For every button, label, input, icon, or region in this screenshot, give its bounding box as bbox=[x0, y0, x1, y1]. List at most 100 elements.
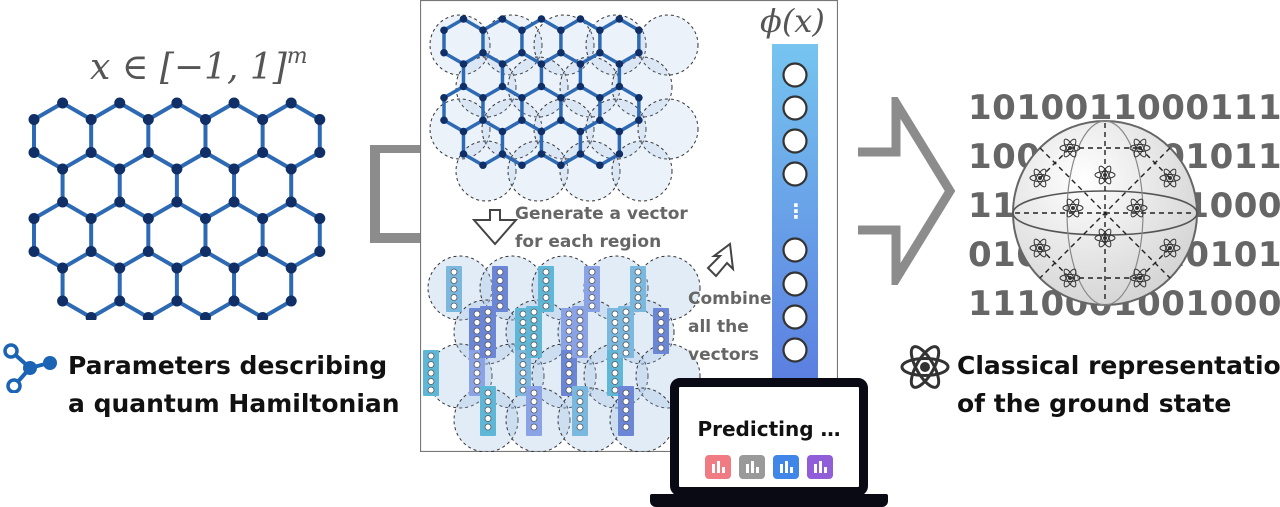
lattice-site bbox=[479, 93, 487, 102]
lattice-site bbox=[615, 127, 624, 136]
atom-marker bbox=[1029, 238, 1051, 258]
lattice-site bbox=[518, 116, 526, 125]
vector-ellipsis: ⋮ bbox=[786, 199, 806, 223]
lattice-site bbox=[57, 295, 69, 307]
region-vector bbox=[630, 266, 646, 312]
left-caption: Parameters describing a quantum Hamilton… bbox=[68, 347, 400, 423]
lattice-site bbox=[285, 163, 297, 175]
lattice-site bbox=[257, 114, 269, 125]
region-vector bbox=[480, 386, 496, 436]
atom-marker bbox=[1094, 165, 1116, 185]
right-caption-line1: Classical representation bbox=[957, 351, 1280, 380]
lattice-site bbox=[596, 26, 604, 35]
lattice-site bbox=[257, 312, 269, 320]
down-arrow-icon bbox=[471, 209, 519, 246]
region-vector bbox=[561, 350, 577, 396]
atom-markers bbox=[1029, 138, 1181, 288]
lattice-site bbox=[142, 312, 154, 320]
lattice-site bbox=[615, 60, 624, 68]
lattice-site bbox=[28, 147, 40, 158]
feature-element bbox=[782, 128, 808, 154]
region-vector bbox=[572, 306, 588, 358]
lattice-site bbox=[28, 246, 40, 257]
atom-marker bbox=[1029, 168, 1051, 188]
lattice-site bbox=[498, 82, 507, 91]
lattice-site bbox=[459, 150, 468, 158]
lattice-site bbox=[57, 97, 69, 109]
lattice-site bbox=[537, 15, 546, 23]
region-vector bbox=[469, 350, 485, 396]
predicting-text: Predicting … bbox=[697, 417, 841, 441]
lattice-site bbox=[459, 15, 468, 23]
lattice-site bbox=[479, 26, 487, 35]
lattice-site bbox=[479, 116, 487, 125]
molecule-icon bbox=[3, 343, 57, 393]
region-vector bbox=[607, 350, 623, 396]
region-vector bbox=[526, 306, 542, 358]
lattice-site bbox=[285, 196, 297, 208]
lattice-site bbox=[114, 262, 126, 274]
lattice-site bbox=[479, 161, 487, 170]
right-caption: Classical representation of the ground s… bbox=[957, 347, 1280, 423]
lattice-site bbox=[576, 15, 585, 23]
lattice-site bbox=[85, 312, 97, 320]
lattice-site bbox=[228, 97, 240, 109]
lattice-site bbox=[28, 213, 40, 224]
atom-icon bbox=[900, 345, 950, 389]
feature-element bbox=[782, 337, 808, 363]
small-lattice bbox=[440, 15, 643, 170]
step-generate-line1: Generate a vector bbox=[515, 204, 688, 224]
formula-exponent: m bbox=[286, 44, 308, 69]
lattice-site bbox=[440, 26, 448, 35]
lattice-region bbox=[559, 140, 621, 202]
lattice-site bbox=[635, 26, 643, 35]
lattice-site bbox=[285, 262, 297, 274]
bar-chart-icon bbox=[773, 455, 799, 479]
right-caption-line2: of the ground state bbox=[957, 389, 1232, 418]
lattice-site bbox=[615, 150, 624, 158]
atom-marker bbox=[1059, 268, 1081, 288]
hamiltonian-lattice bbox=[28, 97, 326, 320]
lattice-site bbox=[440, 93, 448, 102]
lattice-site bbox=[557, 26, 565, 35]
lattice-site bbox=[479, 48, 487, 57]
lattice-site bbox=[257, 147, 269, 158]
lattice-site bbox=[459, 127, 468, 136]
lattice-site bbox=[114, 196, 126, 208]
lattice-regions bbox=[429, 14, 699, 202]
lattice-site bbox=[142, 246, 154, 257]
lattice-region bbox=[611, 140, 673, 202]
step-generate-line2: for each region bbox=[515, 232, 662, 252]
input-flow-arrow bbox=[370, 145, 424, 243]
lattice-site bbox=[440, 48, 448, 57]
lattice-site bbox=[537, 60, 546, 68]
lattice-site bbox=[498, 15, 507, 23]
lattice-site bbox=[257, 213, 269, 224]
lattice-site bbox=[635, 116, 643, 125]
lattice-site bbox=[142, 114, 154, 125]
lattice-site bbox=[635, 93, 643, 102]
lattice-site bbox=[498, 60, 507, 68]
region-vector bbox=[492, 266, 508, 312]
lattice-bond bbox=[289, 200, 322, 221]
laptop-base bbox=[650, 494, 888, 507]
lattice-site bbox=[537, 150, 546, 158]
lattice-site bbox=[537, 82, 546, 91]
lattice-site bbox=[85, 147, 97, 158]
lattice-site bbox=[85, 114, 97, 125]
lattice-site bbox=[199, 213, 211, 224]
region-vector bbox=[446, 266, 462, 312]
region-vector bbox=[515, 350, 531, 396]
step-combine-text: Combine all the vectors bbox=[688, 285, 772, 369]
lattice-site bbox=[171, 262, 183, 274]
feature-element bbox=[782, 271, 808, 297]
lattice-site bbox=[114, 97, 126, 109]
lattice-site bbox=[228, 196, 240, 208]
lattice-site bbox=[557, 161, 565, 170]
lattice-region bbox=[611, 56, 673, 118]
lattice-site bbox=[85, 213, 97, 224]
atom-marker bbox=[1059, 138, 1081, 158]
lattice-site bbox=[57, 196, 69, 208]
atom-marker bbox=[1129, 138, 1151, 158]
lattice-site bbox=[114, 295, 126, 307]
